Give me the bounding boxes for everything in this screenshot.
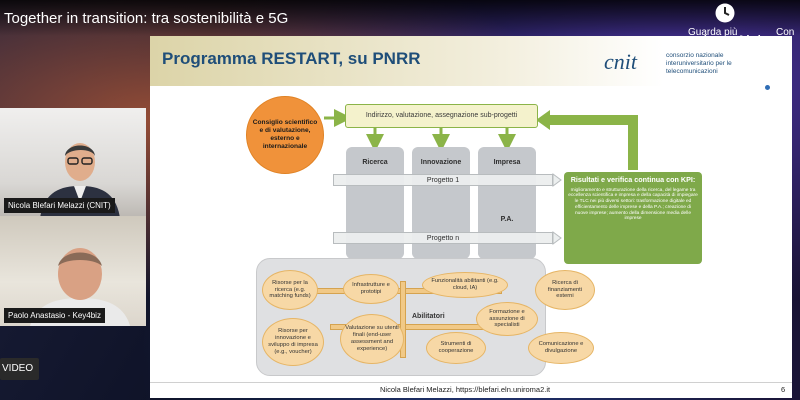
video-title[interactable]: Together in transition: tra sostenibilit…	[4, 10, 289, 27]
enabler-oval: Comunicazione e divulgazione	[528, 332, 594, 364]
player-top-bar	[0, 0, 800, 36]
decorative-dot	[765, 85, 770, 90]
enabler-oval: Valutazione su utenti finali (end-user a…	[340, 314, 404, 364]
cnit-logo: cnit	[604, 49, 637, 74]
webcam-tile-2: Paolo Anastasio - Key4biz	[0, 216, 146, 326]
enabler-oval: Strumenti di cooperazione	[426, 332, 486, 364]
diagram-arrows	[324, 109, 638, 264]
page-number: 6	[781, 385, 786, 394]
enablers-label: Abilitatori	[412, 313, 445, 320]
results-title: Risultati e verifica continua con KPI:	[570, 175, 696, 184]
clock-icon[interactable]	[714, 2, 736, 24]
presentation-slide: Programma RESTART, su PNRR cnit consorzi…	[150, 36, 792, 398]
enabler-oval: Funzionalità abilitanti (e.g. cloud, IA)	[422, 272, 508, 298]
footer-divider	[150, 382, 792, 383]
slide-title: Programma RESTART, su PNRR	[162, 49, 421, 68]
enabler-oval: Risorse per la ricerca (e.g. matching fu…	[262, 270, 318, 310]
council-circle: Consiglio scientifico e di valutazione, …	[246, 96, 324, 174]
participant-name: Nicola Blefari Melazzi (CNIT)	[4, 198, 115, 213]
project-1-band: Progetto 1	[333, 174, 553, 186]
video-button[interactable]: VIDEO	[0, 358, 39, 380]
share-label[interactable]: Con	[776, 27, 795, 38]
results-panel: Risultati e verifica continua con KPI: m…	[564, 172, 702, 264]
cnit-tagline: consorzio nazionale interuniversitario p…	[666, 52, 732, 75]
column-pa: P.A.	[478, 202, 536, 259]
results-body: miglioramento e strutturazione della ric…	[568, 187, 698, 222]
enabler-oval: Risorse per innovazione e sviluppo di im…	[262, 318, 324, 366]
project-n-band: Progetto n	[333, 232, 553, 244]
webcam-tile-1: Nicola Blefari Melazzi (CNIT)	[0, 108, 146, 216]
enabler-oval: Ricerca di finanziamenti esterni	[535, 270, 595, 310]
slide-footer: Nicola Blefari Melazzi, https://blefari.…	[380, 385, 551, 394]
connector	[400, 281, 406, 358]
watch-later-label[interactable]: Guarda più	[688, 27, 738, 38]
slide-header	[150, 36, 792, 86]
participant-name: Paolo Anastasio - Key4biz	[4, 308, 105, 323]
top-box: Indirizzo, valutazione, assegnazione sub…	[345, 104, 538, 128]
enabler-oval: Formazione e assunzione di specialisti	[476, 302, 538, 336]
enabler-oval: Infrastrutture e prototipi	[343, 274, 399, 304]
